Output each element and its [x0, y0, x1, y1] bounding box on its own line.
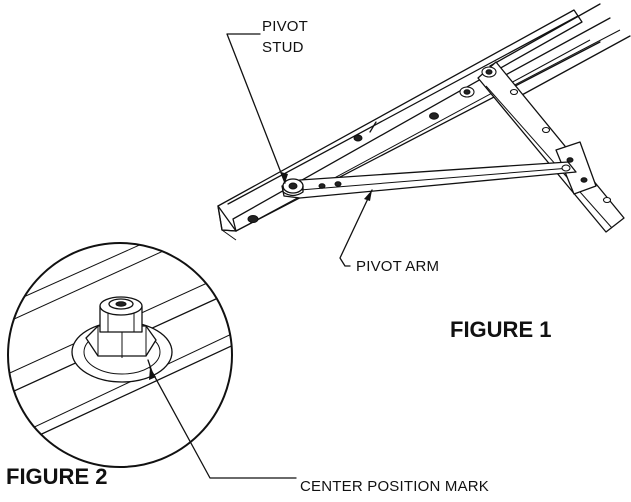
detail-view	[7, 242, 233, 468]
leader-line-figure-2	[149, 367, 297, 479]
center-position-mark-label: CENTER POSITION MARK	[300, 478, 489, 495]
pivot-arm-label: PIVOT ARM	[356, 258, 439, 275]
pivot-stud-label-line2: STUD	[262, 39, 304, 56]
pivot-stud-label-line1: PIVOT	[262, 18, 308, 35]
leader-lines-figure-1	[226, 33, 373, 267]
support-arm	[477, 61, 625, 233]
hinge-assembly	[217, 3, 631, 241]
pivot-stud	[282, 178, 304, 197]
figure-1-label: FIGURE 1	[450, 317, 551, 342]
figure-2-label: FIGURE 2	[6, 464, 107, 489]
pivot-arm	[281, 161, 577, 199]
track-screws	[247, 86, 475, 223]
arm-bracket	[555, 141, 597, 195]
upper-rail	[489, 3, 631, 97]
